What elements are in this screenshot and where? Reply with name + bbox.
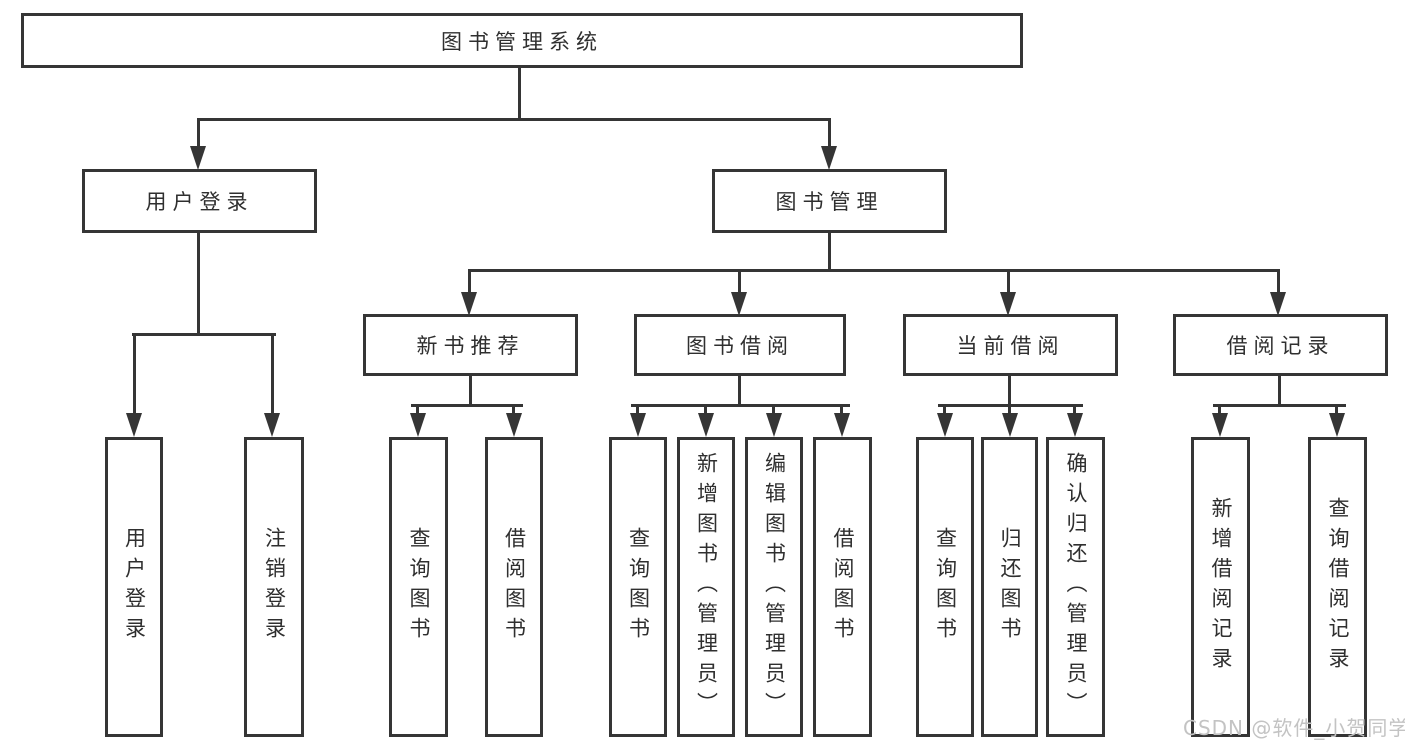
connector-leaf-stem [1008,404,1011,416]
arrow-down-leaf [766,413,782,437]
arrow-down-leaf [698,413,714,437]
connector-leaf-stem [772,404,775,416]
connector-user-login-bar [132,333,276,336]
leaf-newrec-query-books: 查询图书 [389,437,448,737]
leaf-label: 归还图书 [998,527,1022,647]
node-user-login: 用户登录 [82,169,317,233]
leaf-logout: 注销登录 [244,437,304,737]
arrow-down-leaf [1002,413,1018,437]
csdn-watermark: CSDN @软件_小贺同学 [1183,716,1405,740]
leaf-borrowing-add-books-admin: 新增图书（管理员） [677,437,735,737]
node-current-borrowing: 当前借阅 [903,314,1118,376]
connector-leaf-stem [943,404,946,416]
connector-section-stem [738,269,741,295]
node-label: 用户登录 [145,190,254,214]
connector-leaf-stem [271,333,274,415]
node-label: 借阅记录 [1226,334,1335,358]
connector-section-down [1008,376,1011,406]
connector-leaf-stem [133,333,136,415]
connector-leaf-stem [636,404,639,416]
connector-section-stem [1277,269,1280,295]
connector-leaf-stem [1218,404,1221,416]
arrow-down-section [1000,292,1016,316]
leaf-label: 借阅图书 [502,527,527,647]
connector-leaf-stem [512,404,515,416]
node-label: 图书管理系统 [441,29,603,54]
connector-book-mgmt-stem [828,118,831,148]
arrow-down-leaf [937,413,953,437]
connector-section-down [469,376,472,406]
leaf-label: 注销登录 [262,527,287,647]
connector-leaf-stem [1335,404,1338,416]
leaf-current-return-books: 归还图书 [981,437,1038,737]
connector-leaf-bar [631,404,850,407]
leaf-borrowing-query-books: 查询图书 [609,437,667,737]
node-new-book-recommendation: 新书推荐 [363,314,578,376]
leaf-current-query-books: 查询图书 [916,437,974,737]
leaf-user-login: 用户登录 [105,437,163,737]
connector-root-stem [518,68,521,119]
node-label: 新书推荐 [416,334,525,358]
connector-leaf-stem [840,404,843,416]
arrow-down-leaf [506,413,522,437]
arrow-down-book-mgmt [821,146,837,170]
leaf-label: 查询图书 [407,527,431,647]
arrow-down-leaf [264,413,280,437]
connector-book-mgmt-down [828,233,831,271]
arrow-down-leaf [630,413,646,437]
connector-section-stem [1007,269,1010,295]
leaf-label: 用户登录 [122,527,147,647]
arrow-down-user-login [190,146,206,170]
connector-leaf-stem [416,404,419,416]
node-book-borrowing: 图书借阅 [634,314,846,376]
leaf-records-query-borrow-record: 查询借阅记录 [1308,437,1367,737]
arrow-down-leaf [1067,413,1083,437]
node-book-management: 图书管理 [712,169,947,233]
connector-leaf-stem [704,404,707,416]
leaf-borrowing-edit-books-admin: 编辑图书（管理员） [745,437,803,737]
leaf-label: 查询图书 [933,527,958,647]
connector-user-login-stem [197,118,200,148]
arrow-down-leaf [1329,413,1345,437]
connector-leaf-bar [1213,404,1346,407]
arrow-down-leaf [126,413,142,437]
leaf-label: 编辑图书（管理员） [762,452,787,722]
leaf-label: 查询借阅记录 [1326,497,1350,677]
node-borrowing-records: 借阅记录 [1173,314,1388,376]
connector-section-down [738,376,741,406]
arrow-down-section [461,292,477,316]
connector-section-stem [468,269,471,295]
leaf-label: 确认归还（管理员） [1064,452,1088,722]
leaf-current-confirm-return-admin: 确认归还（管理员） [1046,437,1105,737]
leaf-label: 查询图书 [626,527,651,647]
leaf-records-add-borrow-record: 新增借阅记录 [1191,437,1250,737]
leaf-label: 新增借阅记录 [1209,497,1233,677]
connector-level3-bar [468,269,1280,272]
node-root-library-system: 图书管理系统 [21,13,1023,68]
arrow-down-leaf [834,413,850,437]
arrow-down-leaf [1212,413,1228,437]
leaf-label: 新增图书（管理员） [694,452,719,722]
node-label: 当前借阅 [956,334,1065,358]
arrow-down-section [731,292,747,316]
node-label: 图书借阅 [686,334,794,358]
connector-level2-bar [197,118,831,121]
connector-leaf-bar [411,404,523,407]
connector-leaf-stem [1073,404,1076,416]
arrow-down-leaf [410,413,426,437]
leaf-label: 借阅图书 [831,527,855,647]
connector-section-down [1278,376,1281,406]
arrow-down-section [1270,292,1286,316]
node-label: 图书管理 [775,190,884,214]
connector-user-login-down [197,233,200,335]
leaf-borrowing-borrow-books: 借阅图书 [813,437,872,737]
leaf-newrec-borrow-books: 借阅图书 [485,437,543,737]
